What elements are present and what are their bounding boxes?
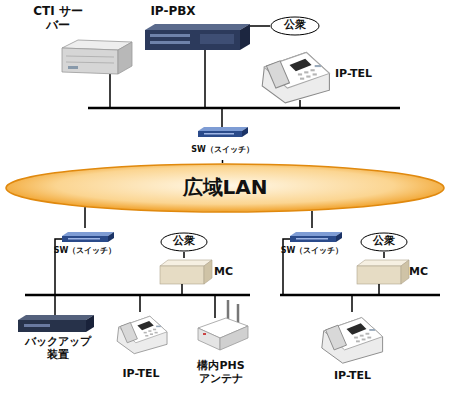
phone-icon [117, 316, 167, 353]
node-label: 構内PHS アンテナ [192, 360, 250, 385]
wan-ellipse-outline [6, 164, 444, 212]
drop-line [221, 108, 223, 128]
node-label: 公衆 [360, 235, 408, 248]
public-network-ellipse: 公衆 [160, 232, 208, 252]
node-label: IP-PBX [142, 5, 204, 19]
mc-node: MC [158, 258, 233, 288]
node-label: IP-TEL [335, 68, 380, 81]
node-label: 広域LAN [5, 176, 445, 199]
node-label: SW（スイッチ） [185, 145, 260, 154]
backup-node: バックアップ 装置 [10, 310, 105, 368]
connector-line [222, 160, 224, 163]
connector-line [183, 252, 185, 258]
node-label: IP-TEL [110, 368, 172, 381]
phone-node: IP-TEL [255, 42, 380, 104]
node-label: IP-TEL [315, 370, 390, 383]
drop-line [214, 295, 216, 318]
switch-node: SW（スイッチ） [272, 228, 352, 260]
ellipse-outline [361, 233, 407, 251]
phone-node: IP-TEL [110, 306, 172, 386]
bus-line [88, 107, 400, 110]
drop-line [139, 295, 141, 312]
drop-line [378, 284, 380, 295]
phone-icon [322, 318, 383, 364]
ellipse-outline [161, 233, 207, 251]
drop-line [299, 100, 301, 108]
public-network-ellipse: 公衆 [270, 16, 320, 36]
public-network-ellipse: 公衆 [360, 232, 408, 252]
switch-node: SW（スイッチ） [45, 228, 125, 260]
drop-line [204, 50, 206, 108]
node-label: 公衆 [270, 19, 320, 32]
pbx-icon [145, 24, 250, 50]
antenna-icon [198, 300, 248, 350]
connector-line [84, 207, 86, 228]
ellipse-outline [271, 17, 319, 35]
mc-node: MC [355, 258, 435, 288]
drop-line [181, 284, 183, 295]
node-label: バックアップ 装置 [20, 336, 96, 361]
connector-line [383, 252, 385, 258]
phone-icon [262, 52, 329, 102]
switch-icon [290, 232, 342, 242]
wan-ellipse: 広域LAN [5, 163, 445, 213]
node-label: SW（スイッチ） [45, 246, 125, 255]
node-label: MC [214, 266, 234, 279]
bus-line [25, 294, 250, 297]
phone-node: IP-TEL [315, 306, 390, 386]
switch-icon [198, 127, 248, 137]
bus-line [280, 294, 440, 297]
pbx-node: IP-PBX [140, 3, 250, 53]
drop-line [109, 74, 111, 108]
drop-line [54, 295, 56, 316]
connector-line [250, 25, 270, 27]
server-node: CTI サーバー [30, 5, 135, 77]
mc-icon [160, 260, 212, 284]
node-label: SW（スイッチ） [272, 246, 352, 255]
node-label: 公衆 [160, 235, 208, 248]
connector-line [311, 211, 313, 228]
switch-icon [62, 232, 114, 242]
drop-line [351, 295, 353, 312]
server-icon [62, 40, 132, 74]
mc-icon [357, 260, 409, 284]
antenna-node: 構内PHS アンテナ [188, 298, 253, 398]
backup-icon [18, 315, 94, 332]
node-label: CTI サーバー [30, 5, 86, 33]
node-label: MC [409, 266, 433, 279]
switch-node: SW（スイッチ） [185, 125, 260, 160]
